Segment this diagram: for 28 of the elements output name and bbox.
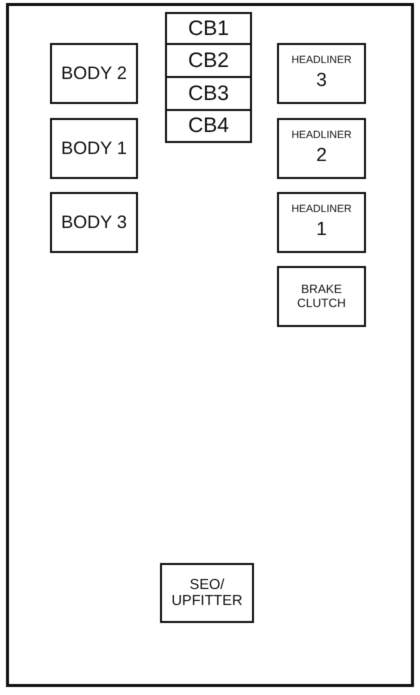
circuit-breaker-label: CB3	[188, 82, 229, 106]
slot-label: 2	[316, 145, 327, 166]
circuit-breaker-label: CB2	[188, 48, 229, 72]
circuit-breaker-slot	[165, 43, 252, 78]
fuse-slot	[277, 43, 366, 104]
circuit-breaker-slot	[165, 109, 252, 143]
slot-label: 1	[316, 219, 327, 240]
fuse-slot	[50, 43, 138, 104]
slot-label: HEADLINER	[291, 130, 352, 142]
slot-label: 3	[316, 70, 327, 92]
fuse-slot	[277, 118, 366, 179]
slot-label: BODY 1	[61, 138, 127, 159]
slot-label: BODY 2	[61, 63, 127, 84]
circuit-breaker-slot	[165, 76, 252, 111]
slot-label: SEO/ UPFITTER	[170, 576, 244, 610]
slot-label: HEADLINER	[291, 204, 352, 216]
fuse-slot	[160, 563, 254, 623]
slot-label: HEADLINER	[291, 55, 352, 68]
fuse-slot	[277, 266, 366, 327]
slot-label: BODY 3	[61, 212, 127, 233]
circuit-breaker-slot	[165, 12, 252, 45]
circuit-breaker-label: CB1	[188, 16, 229, 40]
fuse-slot	[277, 192, 366, 253]
fuse-slot	[50, 192, 138, 253]
circuit-breaker-label: CB4	[188, 114, 229, 138]
slot-label: BRAKE CLUTCH	[296, 283, 347, 310]
fuse-slot	[50, 118, 138, 179]
fuse-panel	[6, 3, 414, 687]
